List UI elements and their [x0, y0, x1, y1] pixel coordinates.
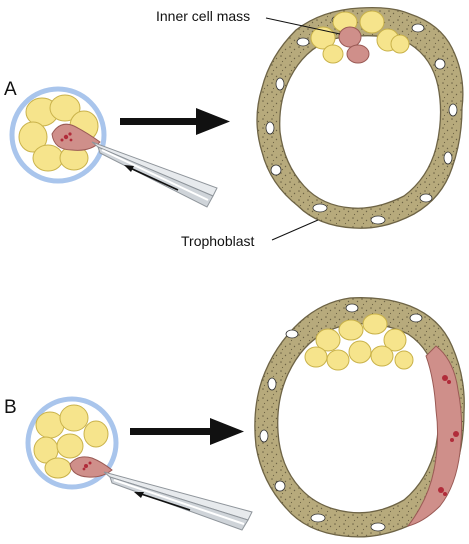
trophoblast-red-segment-b [406, 345, 463, 527]
nucleus-b [82, 461, 92, 471]
inner-cell-mass-leader [265, 17, 341, 35]
embryo-cells-b [33, 404, 109, 479]
panel-label-a: A [4, 79, 17, 100]
trophoblast-nuclei-b [259, 303, 423, 532]
suction-arrow-b [134, 492, 191, 511]
arrow-right-icon [120, 108, 230, 135]
inner-cell-mass-label: Inner cell mass [156, 8, 251, 24]
icm-red-cells-a [338, 26, 370, 64]
trophoblast-leader [271, 219, 319, 241]
biopsied-cell-a [51, 123, 101, 151]
red-nuclei-b [438, 375, 459, 496]
inner-cell-mass-b [304, 313, 414, 371]
biopsied-cell-b [69, 456, 113, 478]
trophoblast-label: Trophoblast [181, 233, 255, 249]
arrow-right-icon [130, 418, 244, 445]
panel-label-b: B [4, 397, 17, 418]
nucleus-a [60, 132, 73, 142]
panel-a-group [9, 6, 464, 229]
blastocyst-a [256, 6, 464, 229]
pipette-icon [91, 141, 218, 208]
panel-b-group [25, 297, 465, 538]
suction-arrow-a [124, 165, 179, 191]
blastocyst-b [254, 297, 465, 538]
trophoblast-ring-a [256, 6, 464, 229]
pipette-icon [103, 471, 253, 531]
